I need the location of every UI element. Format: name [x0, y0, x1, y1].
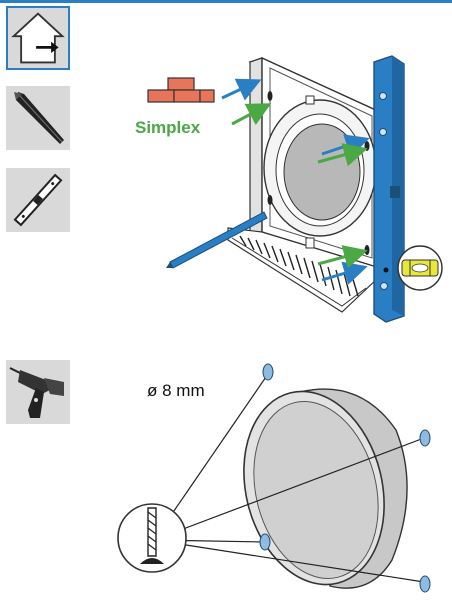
house-exit-icon	[11, 12, 65, 64]
drill-button[interactable]	[6, 360, 70, 424]
simplex-label: Simplex	[135, 118, 201, 137]
spirit-level-icon	[13, 173, 63, 227]
drill-icon	[9, 367, 64, 418]
level-bubble-callout	[397, 245, 443, 291]
drill-bit-detail	[117, 503, 187, 573]
mounting-plate	[227, 56, 382, 313]
wall-sleeve	[243, 388, 408, 589]
house-exit-button[interactable]	[6, 6, 70, 70]
brick-icon	[147, 77, 215, 103]
drill-size-label: ø 8 mm	[147, 381, 205, 400]
green-arrows	[231, 103, 368, 269]
spirit-level-button[interactable]	[6, 168, 70, 232]
spirit-level	[373, 55, 405, 323]
pencil-icon	[14, 92, 64, 144]
pencil-button[interactable]	[6, 86, 70, 150]
top-rule	[0, 0, 452, 3]
marking-pencil	[166, 211, 268, 269]
drill-hole-markers	[259, 363, 431, 593]
